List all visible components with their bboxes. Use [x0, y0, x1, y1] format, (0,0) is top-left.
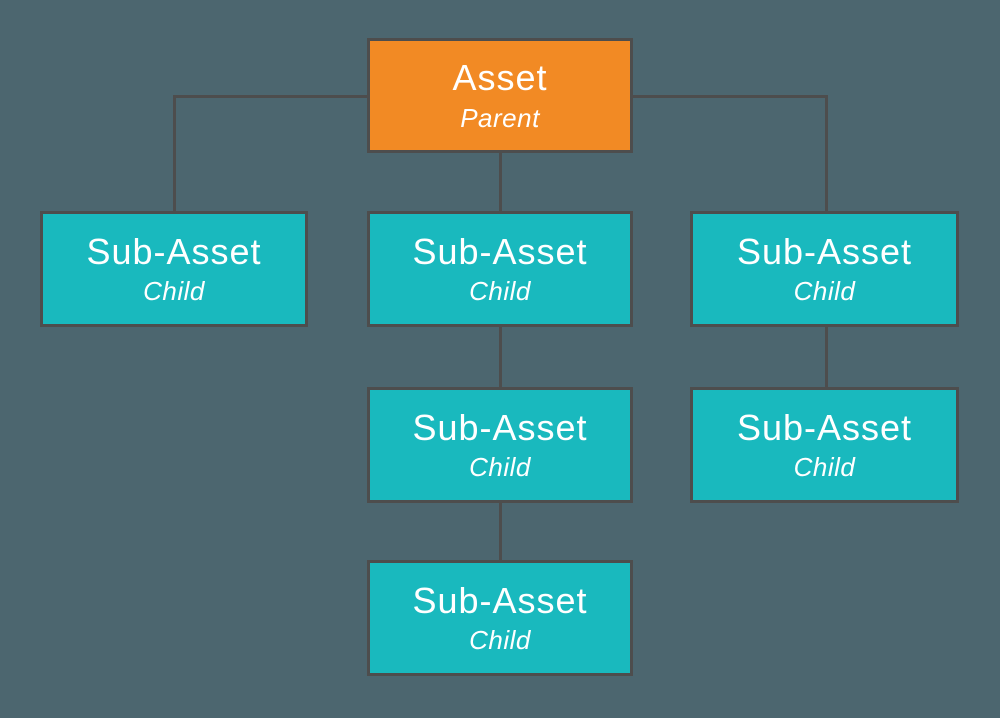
node-asset-parent: Asset Parent	[367, 38, 633, 153]
node-subtitle: Parent	[460, 102, 540, 133]
connector-left-child-drop	[173, 95, 176, 213]
node-title: Asset	[452, 57, 548, 99]
node-sub-asset-child-left: Sub-Asset Child	[40, 211, 308, 327]
node-sub-asset-child-center: Sub-Asset Child	[367, 211, 633, 327]
node-sub-asset-child-right: Sub-Asset Child	[690, 211, 959, 327]
node-subtitle: Child	[793, 452, 856, 483]
node-title: Sub-Asset	[412, 230, 588, 272]
connector-center-child-drop	[499, 150, 502, 213]
node-subtitle: Child	[143, 276, 205, 307]
node-subtitle: Child	[469, 276, 531, 307]
node-sub-asset-grandchild-center: Sub-Asset Child	[367, 387, 633, 503]
connector-right-child-drop	[825, 95, 828, 213]
node-sub-asset-grandchild-right: Sub-Asset Child	[690, 387, 959, 503]
node-title: Sub-Asset	[736, 230, 913, 272]
connector-center-grandchild-drop	[499, 325, 502, 389]
connector-center-greatgrandchild-drop	[499, 500, 502, 564]
connector-right-grandchild-drop	[825, 325, 828, 389]
node-subtitle: Child	[469, 452, 531, 483]
node-subtitle: Child	[793, 276, 856, 307]
node-title: Sub-Asset	[412, 406, 588, 448]
node-title: Sub-Asset	[736, 406, 913, 448]
node-sub-asset-greatgrandchild-center: Sub-Asset Child	[367, 560, 633, 676]
node-subtitle: Child	[469, 625, 531, 656]
node-title: Sub-Asset	[412, 579, 588, 621]
node-title: Sub-Asset	[86, 230, 262, 272]
